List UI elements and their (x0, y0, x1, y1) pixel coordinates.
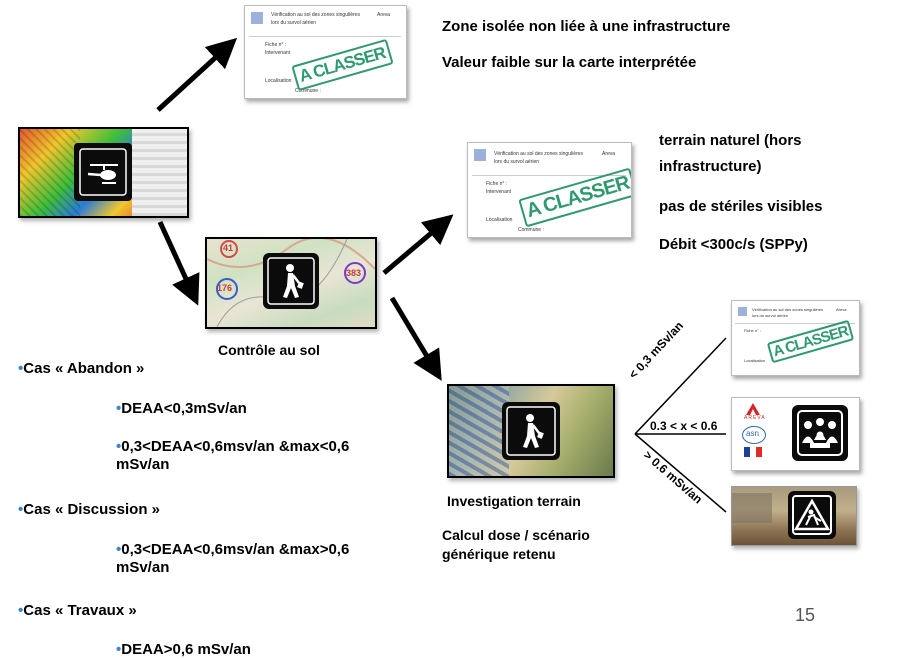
walking-person-icon (502, 402, 560, 460)
helicopter-map (18, 127, 189, 218)
investigation-photo (447, 384, 615, 478)
worker-digging-icon (788, 491, 836, 539)
middle-right-line-3: pas de stériles visibles (659, 198, 823, 215)
case-travaux-title: •Cas « Travaux » (18, 602, 137, 619)
fiche-logo-icon (738, 307, 747, 316)
fiche-commune: Commune : (518, 227, 544, 233)
calcul-line-2: générique retenu (442, 546, 556, 562)
page-number: 15 (795, 605, 816, 625)
stamp-a-classer: A CLASSER (291, 38, 394, 92)
asn-logo (742, 426, 766, 444)
areva-label: AREVA (744, 415, 766, 421)
french-republic-logo (744, 447, 762, 457)
middle-right-line-2: infrastructure) (659, 158, 762, 175)
case-abandon-title: •Cas « Abandon » (18, 360, 145, 377)
fiche-number: Fiche n° : (744, 328, 761, 333)
fiche-logo-icon (474, 149, 486, 161)
stamp-a-classer: A CLASSER (766, 319, 855, 364)
areva-logo (746, 402, 760, 415)
group-meeting-icon (792, 405, 848, 461)
arrow-controle-to-investigation (389, 296, 442, 381)
fiche-middle: Vérification au sol des zones singulière… (467, 142, 632, 238)
case-travaux-item-1: •DEAA>0,6 mSv/an (116, 641, 251, 658)
controle-label: Contrôle au sol (218, 342, 320, 358)
top-right-line-1: Zone isolée non liée à une infrastructur… (442, 18, 731, 35)
top-right-line-2: Valeur faible sur la carte interprétée (442, 54, 697, 71)
branch-mid-label: 0.3 < x < 0.6 (650, 419, 718, 433)
case-abandon-item-2: •0,3<DEAA<0,6msv/an &max<0,6 mSv/an (116, 438, 350, 473)
case-abandon-item-1: •DEAA<0,3mSv/an (116, 400, 247, 417)
fiche-subtitle: lors du survol aérien (752, 313, 789, 318)
fiche-localisation: Localisation (486, 217, 513, 223)
construction-fence (732, 493, 772, 523)
fiche-title: Vérification au sol des zones singulière… (752, 307, 824, 312)
fiche-intervenant: Intervenant (486, 189, 512, 195)
arrow-controle-to-mid-fiche (382, 214, 454, 275)
middle-right-line-4: Débit <300c/s (SPPy) (659, 236, 808, 253)
map-label-383: 383 (346, 268, 362, 278)
fiche-number: Fiche n° : (265, 42, 287, 48)
calcul-line-1: Calcul dose / scénario (442, 527, 590, 543)
arrow-heli-to-top-fiche (156, 37, 238, 112)
fiche-top: Vérification au sol des zones singulière… (244, 5, 407, 99)
case-discussion-item-1: •0,3<DEAA<0,6msv/an &max>0,6 mSv/an (116, 541, 350, 576)
investigation-label: Investigation terrain (447, 493, 581, 509)
map-label-176: 176 (217, 283, 233, 293)
fiche-corner: Areva (602, 151, 616, 157)
fiche-intervenant: Intervenant (265, 50, 291, 56)
walking-person-icon (263, 253, 319, 309)
fiche-subtitle: lors du survol aérien (494, 159, 540, 165)
fiche-corner: Areva (836, 307, 847, 312)
asn-label: asn (746, 429, 759, 438)
fiche-commune: Commune : (295, 88, 321, 94)
fiche-title: Vérification au sol des zones singulière… (494, 151, 583, 157)
fiche-branch-low: Vérification au sol des zones singulière… (731, 300, 860, 376)
fiche-number: Fiche n° : (486, 181, 508, 187)
middle-right-line-1: terrain naturel (hors (659, 132, 802, 149)
fiche-localisation: Localisation (265, 78, 292, 84)
fiche-localisation: Localisation (744, 358, 766, 363)
construction-photo (731, 486, 857, 546)
helicopter-icon (74, 143, 132, 201)
case-discussion-title: •Cas « Discussion » (18, 501, 160, 518)
areva-asn-box: AREVA asn (731, 397, 860, 471)
branch-low-line (634, 337, 727, 435)
fiche-corner: Areva (377, 12, 391, 18)
fiche-subtitle: lors du survol aérien (271, 20, 317, 26)
branch-high-line (634, 433, 727, 513)
fiche-logo-icon (251, 12, 263, 24)
controle-map: 41 176 383 (205, 237, 377, 329)
stamp-a-classer: A CLASSER (518, 167, 631, 228)
fiche-title: Vérification au sol des zones singulière… (271, 12, 360, 18)
map-label-41: 41 (223, 243, 234, 253)
arrow-heli-to-controle (157, 220, 200, 306)
